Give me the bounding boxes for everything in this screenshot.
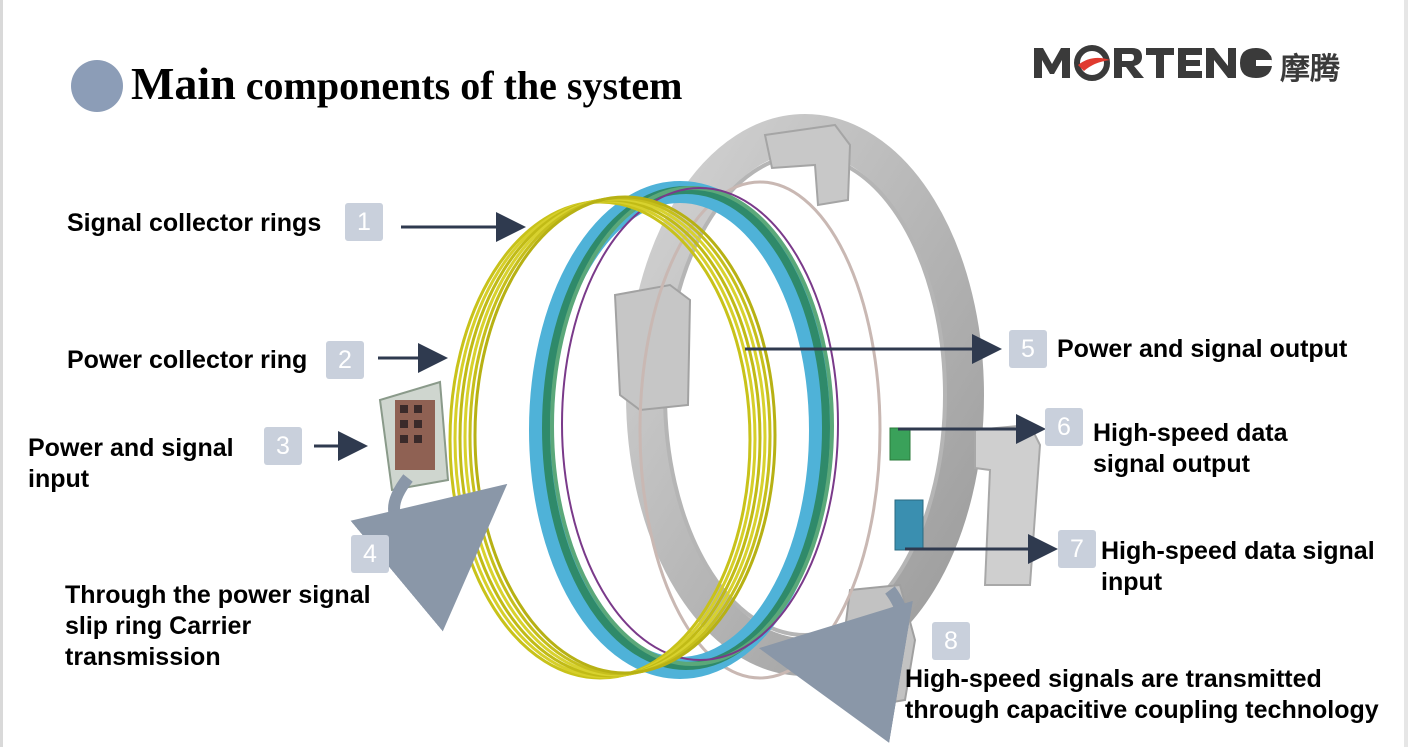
power-collector-ring-graphic [529, 181, 839, 679]
logo-chinese: 摩腾 [1280, 52, 1340, 87]
badge-2: 2 [326, 341, 364, 379]
badge-7: 7 [1058, 530, 1096, 568]
rotation-arrow-4-icon [350, 474, 508, 632]
badge-5: 5 [1009, 330, 1047, 368]
label-power-signal-input: Power and signal input [28, 434, 234, 493]
label-high-speed-input: High-speed data signal input [1101, 537, 1375, 596]
morteng-logo: 摩腾 [1034, 40, 1364, 88]
label-capacitive-coupling: High-speed signals are transmitted throu… [905, 665, 1379, 724]
badge-4: 4 [351, 535, 389, 573]
output-data-board [889, 427, 911, 461]
rotation-arrow-8-icon [758, 586, 913, 743]
slide-right-edge [1404, 0, 1408, 747]
input-data-board [894, 499, 924, 551]
slide-left-edge [0, 0, 3, 747]
title-bullet-icon [71, 60, 123, 112]
title-first-word: Main [131, 58, 236, 109]
label-power-collector-ring: Power collector ring [67, 346, 308, 374]
label-signal-collector-rings: Signal collector rings [67, 209, 322, 237]
label-high-speed-output: High-speed data signal output [1093, 419, 1288, 478]
signal-collector-rings-graphic [448, 195, 777, 680]
badge-3: 3 [264, 427, 302, 465]
leader-arrows [314, 212, 1058, 564]
title-rest: components of the system [235, 63, 683, 108]
label-power-signal-output: Power and signal output [1057, 335, 1348, 363]
badge-1: 1 [345, 203, 383, 241]
morteng-logo-graphic [1034, 45, 1272, 81]
badge-8: 8 [932, 622, 970, 660]
badge-6: 6 [1045, 408, 1083, 446]
label-carrier-transmission: Through the power signal slip ring Carri… [65, 581, 371, 671]
input-connector-board [378, 380, 450, 492]
page-title: Main components of the system [131, 54, 682, 125]
